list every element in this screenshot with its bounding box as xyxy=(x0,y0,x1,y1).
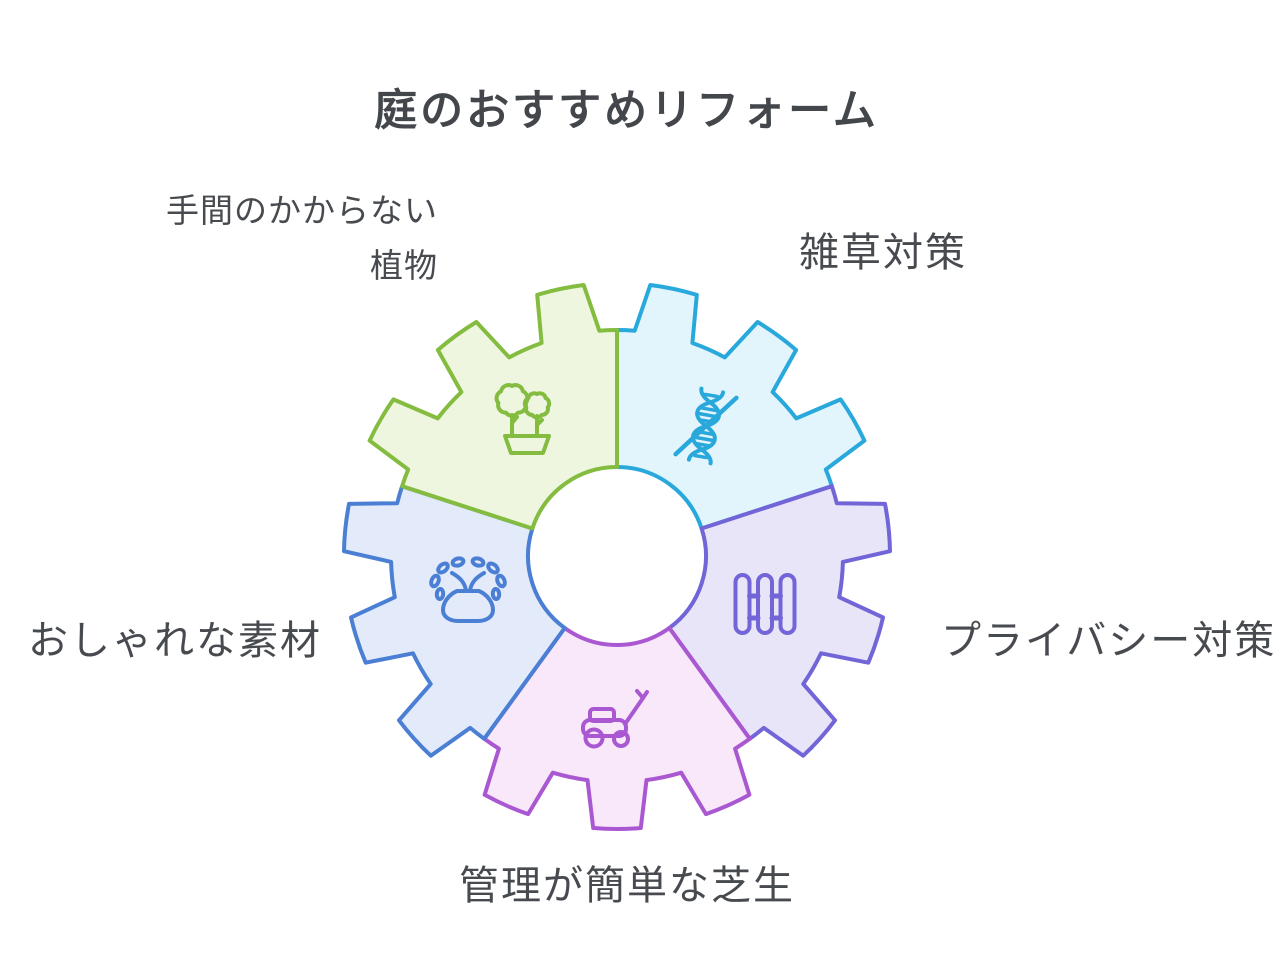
segment-label-plants: 手間のかからない 植物 xyxy=(166,192,438,284)
gear-segment xyxy=(367,283,619,531)
gear-segment xyxy=(482,626,752,832)
lawnmower-icon xyxy=(581,689,649,749)
diagram-title: 庭のおすすめリフォーム xyxy=(374,87,879,135)
dna-slash-icon xyxy=(673,386,739,466)
gear-segments xyxy=(342,283,892,832)
segment-label-privacy: プライバシー対策 xyxy=(941,619,1277,663)
fountain-icon xyxy=(429,556,507,623)
segment-label-weed-control: 雑草対策 xyxy=(799,231,967,275)
segment-label-lawn: 管理が簡単な芝生 xyxy=(459,864,795,908)
fence-icon xyxy=(733,573,797,635)
gear-segment xyxy=(615,283,867,531)
segment-label-materials: おしゃれな素材 xyxy=(28,619,322,663)
potted-plants-icon xyxy=(494,383,552,455)
